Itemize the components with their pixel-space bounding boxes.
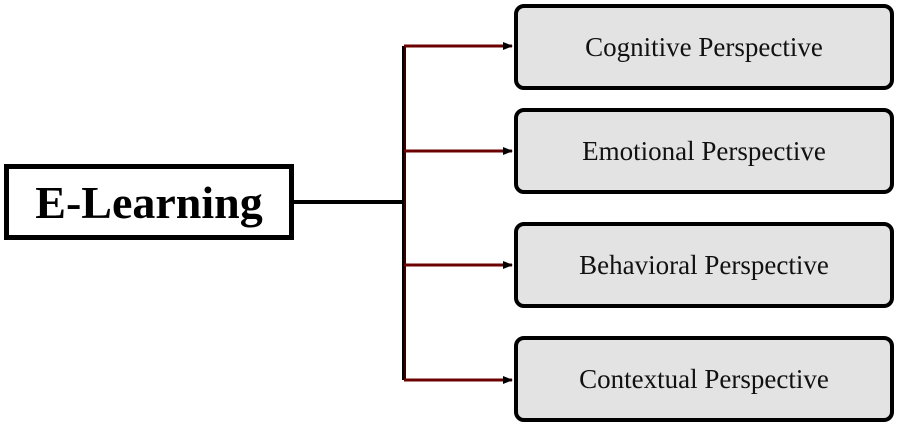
branch-node-cognitive: Cognitive Perspective — [514, 4, 894, 90]
branch-node-label: Emotional Perspective — [582, 135, 826, 166]
root-node-e-learning: E-Learning — [4, 164, 294, 240]
branch-node-label: Behavioral Perspective — [579, 249, 829, 280]
branch-node-label: Contextual Perspective — [579, 363, 829, 394]
root-node-label: E-Learning — [35, 176, 263, 228]
branch-node-behavioral: Behavioral Perspective — [514, 222, 894, 308]
branch-node-emotional: Emotional Perspective — [514, 108, 894, 194]
branch-node-label: Cognitive Perspective — [585, 31, 823, 62]
branch-node-contextual: Contextual Perspective — [514, 336, 894, 422]
